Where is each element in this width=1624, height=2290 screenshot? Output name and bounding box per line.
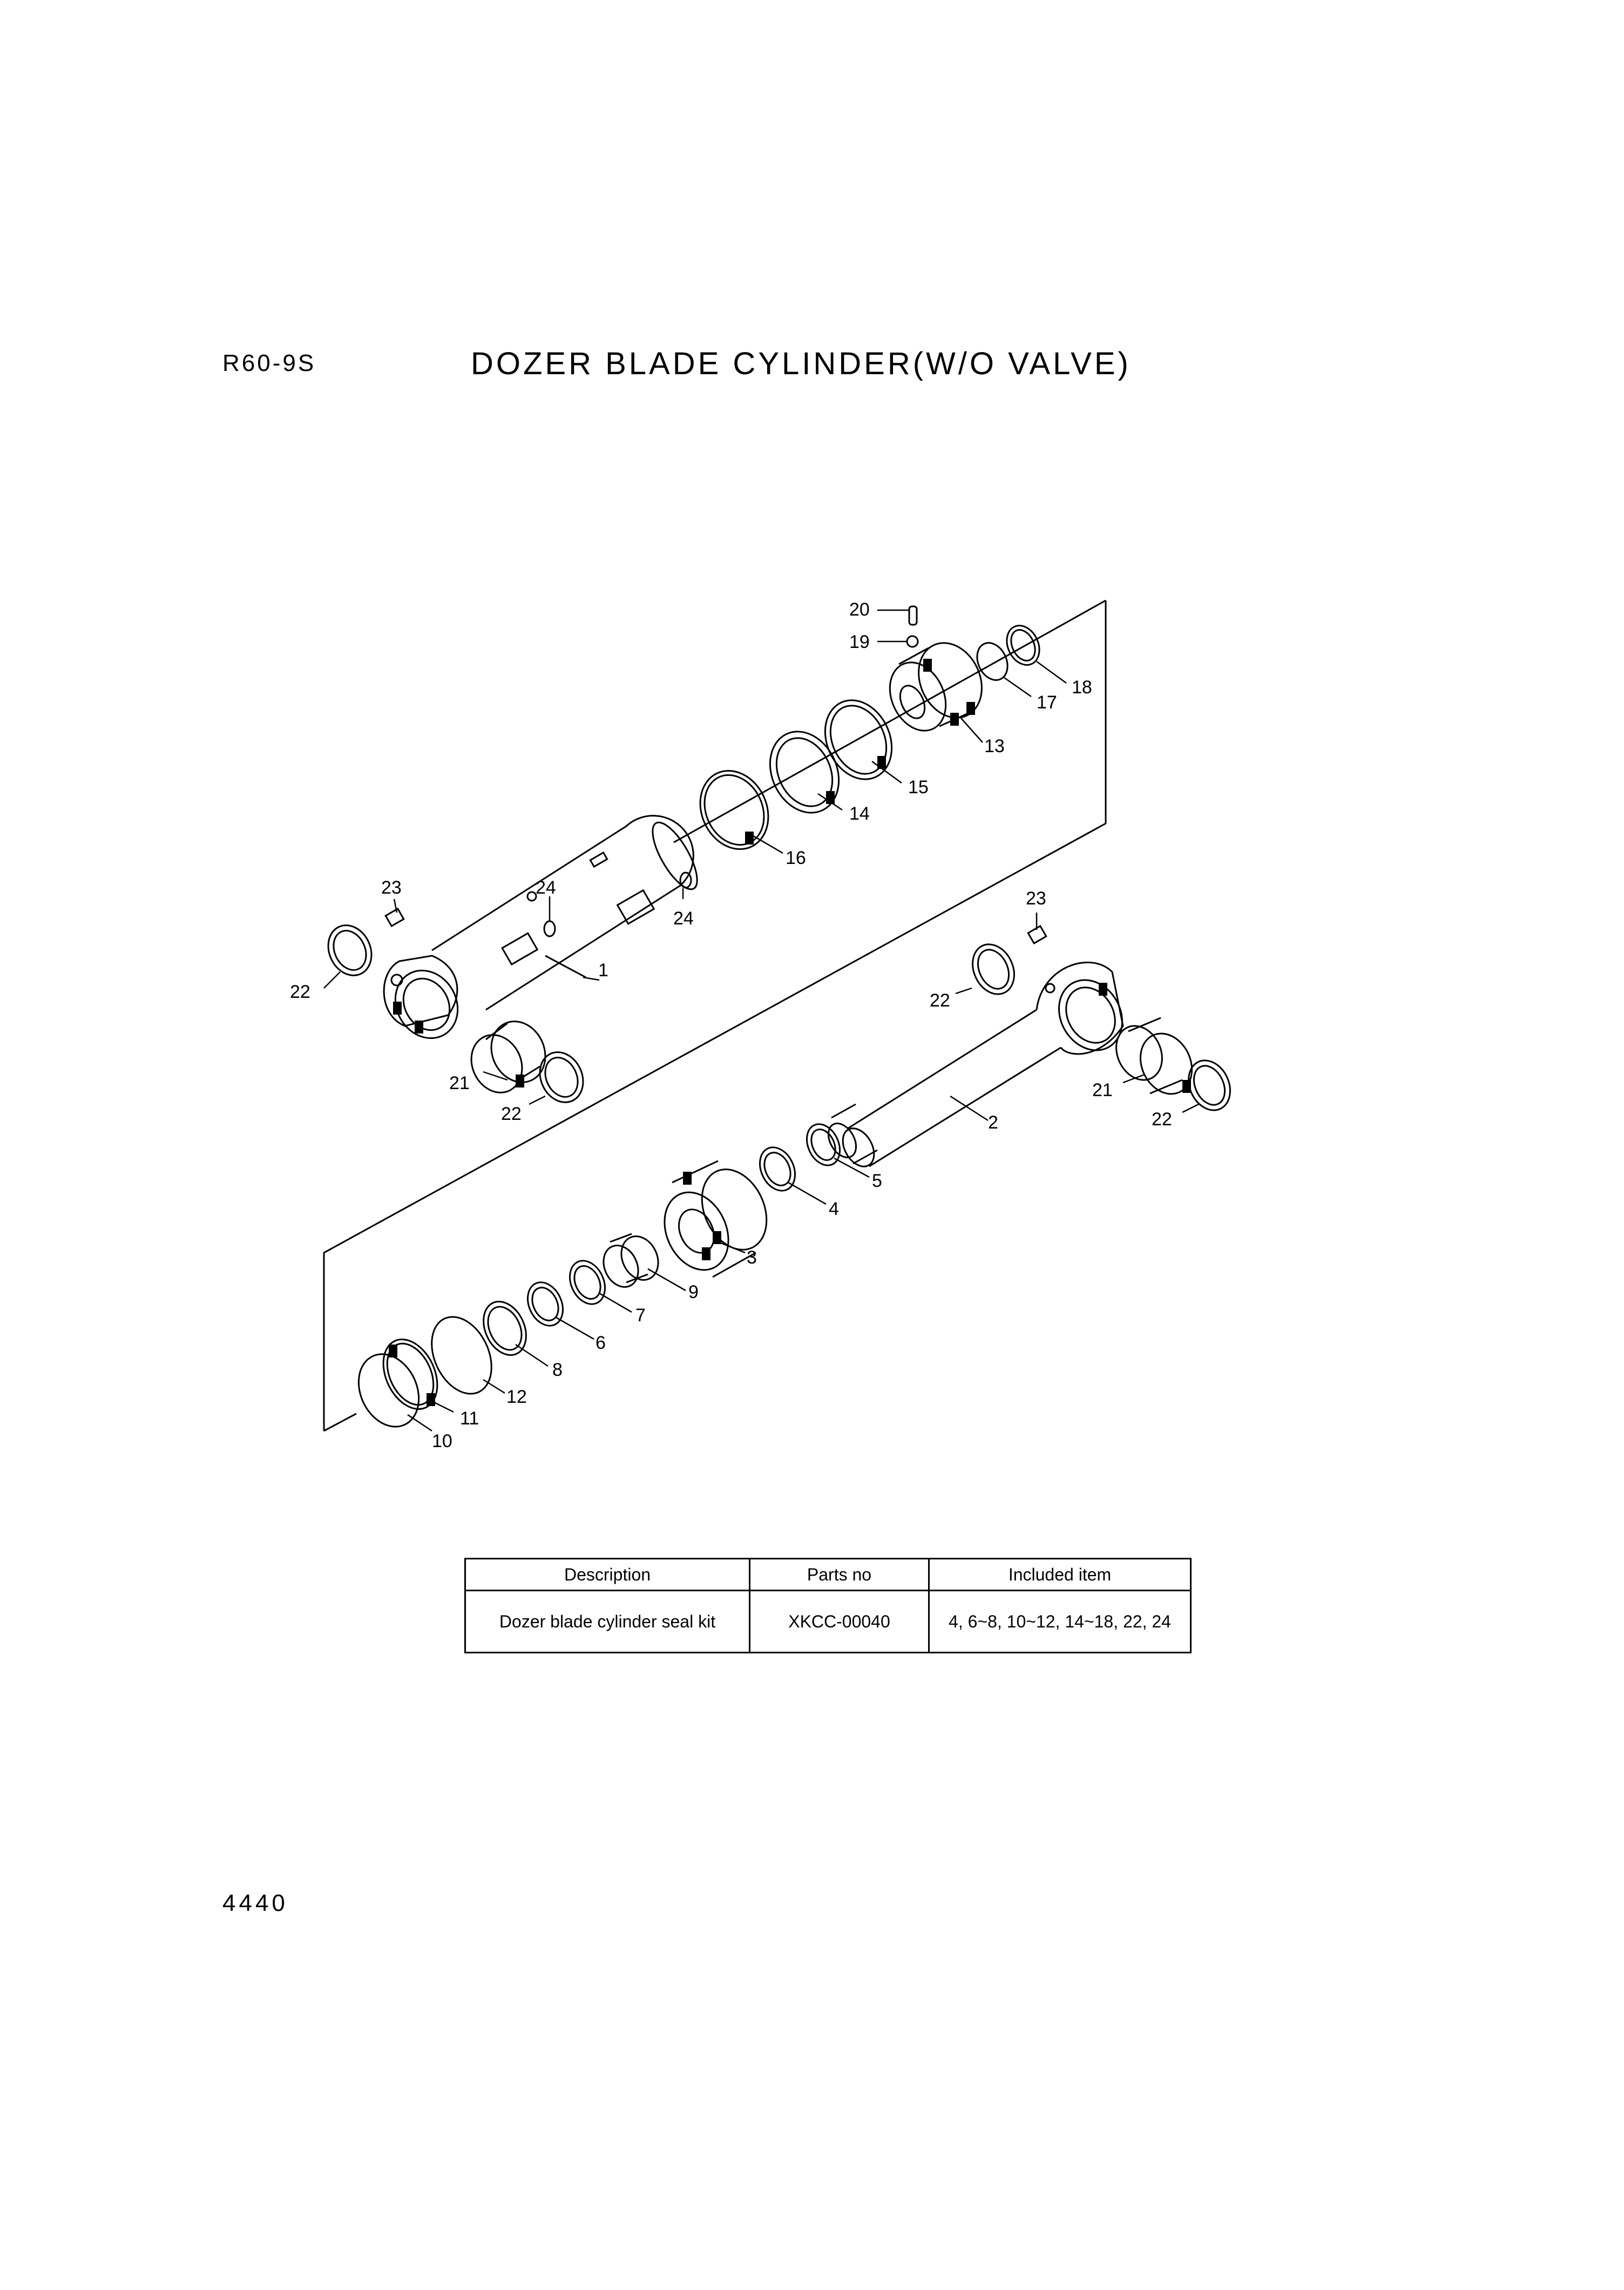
part-grease-nipple-23-left bbox=[384, 907, 405, 928]
callout-9: 9 bbox=[688, 1282, 699, 1302]
part-ring-6 bbox=[527, 1281, 564, 1327]
part-piston-13 bbox=[889, 642, 983, 732]
callout-1: 1 bbox=[598, 960, 608, 981]
page-number: 4440 bbox=[222, 1890, 288, 1916]
callout-22-c: 22 bbox=[930, 990, 950, 1011]
callout-15: 15 bbox=[908, 777, 929, 798]
part-backup-ring-10 bbox=[357, 1353, 420, 1428]
callout-3: 3 bbox=[747, 1247, 757, 1268]
table-header-row: Description Parts no Included item bbox=[464, 1558, 1192, 1591]
callout-7: 7 bbox=[635, 1305, 646, 1326]
part-rod-cover-3 bbox=[664, 1160, 768, 1278]
part-o-ring-24-a bbox=[543, 920, 556, 937]
callout-14: 14 bbox=[849, 803, 870, 824]
callout-23-a: 23 bbox=[381, 877, 402, 898]
callout-22-b: 22 bbox=[501, 1104, 522, 1124]
part-seal-15 bbox=[824, 699, 893, 780]
part-o-ring-17 bbox=[976, 642, 1009, 681]
leader-lines bbox=[323, 609, 1199, 1432]
callout-8: 8 bbox=[552, 1360, 563, 1380]
callout-4: 4 bbox=[829, 1199, 839, 1219]
part-dust-seal-22-right bbox=[972, 943, 1015, 995]
callout-21-right: 21 bbox=[1092, 1080, 1113, 1100]
part-dust-seal-22-left bbox=[327, 924, 373, 976]
part-seal-14 bbox=[769, 731, 840, 814]
callout-11: 11 bbox=[460, 1408, 479, 1429]
part-wear-ring-16 bbox=[699, 769, 769, 850]
callout-19: 19 bbox=[849, 632, 870, 652]
part-seal-5 bbox=[806, 1123, 841, 1166]
callout-16: 16 bbox=[786, 848, 806, 868]
part-grease-nipple-23-right bbox=[1027, 924, 1047, 945]
seal-segment-marks bbox=[389, 659, 1191, 1406]
part-o-ring-12 bbox=[431, 1316, 492, 1395]
page-title: DOZER BLADE CYLINDER(W/O VALVE) bbox=[471, 346, 1131, 381]
callout-17: 17 bbox=[1037, 692, 1057, 713]
part-seal-11 bbox=[382, 1339, 438, 1410]
part-bushing-9 bbox=[603, 1233, 659, 1288]
callout-5: 5 bbox=[872, 1171, 882, 1191]
cell-included-item: 4, 6~8, 10~12, 14~18, 22, 24 bbox=[928, 1590, 1192, 1653]
callout-21-left: 21 bbox=[449, 1073, 470, 1093]
callout-18: 18 bbox=[1072, 677, 1092, 698]
callout-24-b: 24 bbox=[673, 908, 694, 929]
part-steel-ball-19 bbox=[906, 635, 919, 648]
callout-6: 6 bbox=[596, 1333, 606, 1353]
part-dust-seal-22-left-2 bbox=[539, 1051, 584, 1103]
part-ring-8 bbox=[483, 1300, 527, 1356]
diagram-frame bbox=[323, 600, 1107, 1431]
callout-20: 20 bbox=[849, 599, 870, 620]
part-bushing-21-left bbox=[470, 1021, 546, 1093]
diagram-frame-top bbox=[673, 599, 1106, 843]
part-dust-seal-22-right-2 bbox=[1188, 1059, 1231, 1111]
callout-12: 12 bbox=[506, 1387, 527, 1407]
callout-13: 13 bbox=[984, 736, 1005, 756]
part-set-screw-20 bbox=[908, 605, 918, 626]
part-ring-7 bbox=[569, 1260, 606, 1305]
callout-10: 10 bbox=[432, 1431, 452, 1451]
part-o-ring-24-b bbox=[679, 872, 692, 889]
column-header-description: Description bbox=[464, 1558, 750, 1591]
part-rod-2 bbox=[827, 961, 1124, 1167]
diagram-frame-bottom bbox=[323, 1413, 357, 1432]
column-header-parts-no: Parts no bbox=[749, 1558, 930, 1591]
callout-2: 2 bbox=[988, 1112, 998, 1133]
callout-labels: 1 2 3 4 5 6 7 8 9 10 11 12 13 14 15 16 1… bbox=[290, 599, 1172, 1451]
callout-22-a: 22 bbox=[290, 982, 310, 1002]
part-seal-4 bbox=[759, 1146, 796, 1192]
callout-22-d: 22 bbox=[1152, 1109, 1172, 1130]
seal-kit-table: Description Parts no Included item Dozer… bbox=[464, 1558, 1192, 1653]
model-code: R60-9S bbox=[222, 350, 316, 376]
cell-parts-no: XKCC-00040 bbox=[749, 1590, 930, 1653]
column-header-included-item: Included item bbox=[928, 1558, 1192, 1591]
cell-description: Dozer blade cylinder seal kit bbox=[464, 1590, 750, 1653]
table-row: Dozer blade cylinder seal kit XKCC-00040… bbox=[464, 1590, 1192, 1653]
part-backup-ring-18 bbox=[1006, 625, 1040, 666]
callout-23-b: 23 bbox=[1026, 888, 1046, 909]
part-tube bbox=[383, 815, 698, 1039]
callout-24-a: 24 bbox=[536, 877, 556, 898]
